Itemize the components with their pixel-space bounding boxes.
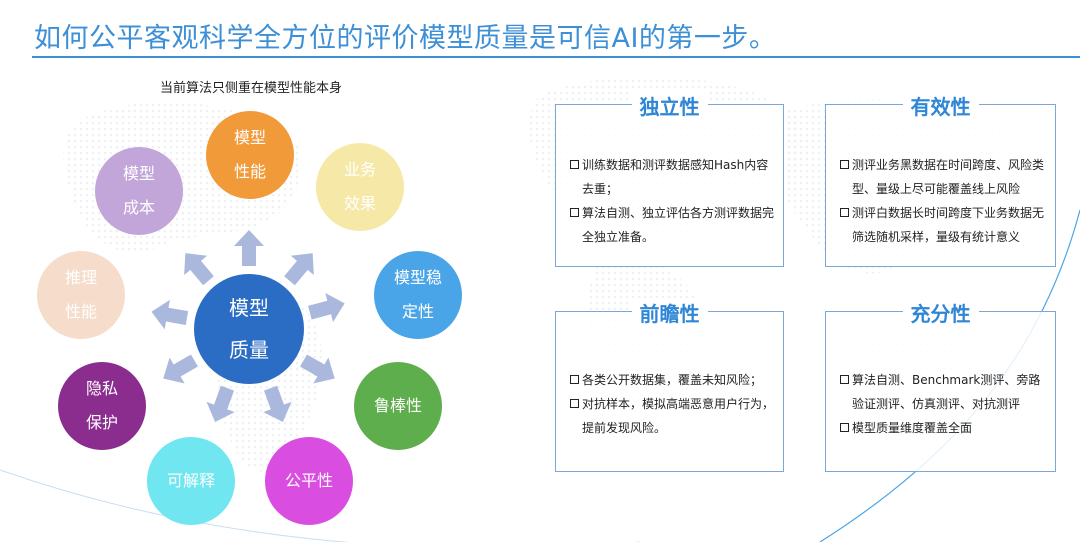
checkbox-square-icon	[840, 208, 849, 217]
panel-bullet: 测评业务黑数据在时间跨度、风险类型、量级上尽可能覆盖线上风险	[840, 153, 1047, 201]
checkbox-square-icon	[570, 208, 579, 217]
node-label-line1: 模型	[233, 128, 266, 147]
panel-title: 充分性	[902, 298, 979, 327]
checkbox-square-icon	[840, 423, 849, 432]
panel-title: 有效性	[902, 91, 979, 120]
panel-bullet: 训练数据和测评数据感知Hash内容去重；	[570, 153, 775, 201]
center-node-line2: 质量	[229, 338, 269, 362]
node-label-line1: 可解释	[166, 471, 215, 490]
node-privacy-protection: 隐私保护	[58, 362, 146, 450]
checkbox-square-icon	[840, 375, 849, 384]
checkbox-square-icon	[840, 160, 849, 169]
panel-bullet: 各类公开数据集，覆盖未知风险；	[570, 368, 775, 392]
panel-bullet: 算法自测、独立评估各方测评数据完全独立准备。	[570, 201, 775, 249]
node-label-line2: 保护	[85, 413, 118, 432]
panel-bullet: 算法自测、Benchmark测评、旁路验证测评、仿真测评、对抗测评	[840, 368, 1047, 416]
node-label-line1: 模型稳	[393, 268, 442, 287]
node-label-line2: 定性	[401, 302, 434, 321]
checkbox-square-icon	[570, 399, 579, 408]
panel-validity: 有效性 测评业务黑数据在时间跨度、风险类型、量级上尽可能覆盖线上风险 测评白数据…	[825, 91, 1056, 267]
panel-title: 前瞻性	[631, 298, 708, 327]
panel-independence: 独立性 训练数据和测评数据感知Hash内容去重； 算法自测、独立评估各方测评数据…	[555, 91, 784, 267]
diagram-caption: 当前算法只侧重在模型性能本身	[160, 81, 343, 96]
node-label-line1: 公平性	[284, 471, 333, 490]
node-label-line1: 模型	[122, 164, 155, 183]
node-model-cost: 模型成本	[95, 147, 183, 235]
node-label-line1: 业务	[343, 160, 376, 179]
node-model-performance: 模型性能	[206, 111, 294, 199]
panel-title: 独立性	[631, 91, 708, 120]
node-business-effect: 业务效果	[316, 143, 404, 231]
node-label-line2: 成本	[122, 198, 155, 217]
node-label-line1: 鲁棒性	[373, 396, 422, 415]
center-node-line1: 模型	[229, 296, 269, 320]
panel-bullet: 测评白数据长时间跨度下业务数据无筛选随机采样，量级有统计意义	[840, 201, 1047, 249]
node-fairness: 公平性	[265, 437, 353, 525]
panel-sufficiency: 充分性 算法自测、Benchmark测评、旁路验证测评、仿真测评、对抗测评 模型…	[825, 298, 1056, 472]
node-label-line1: 推理	[64, 268, 97, 287]
checkbox-square-icon	[570, 375, 579, 384]
node-model-stability: 模型稳定性	[374, 251, 462, 339]
panel-bullet: 对抗样本，模拟高端恶意用户行为，提前发现风险。	[570, 392, 775, 440]
checkbox-square-icon	[570, 160, 579, 169]
slide-title: 如何公平客观科学全方位的评价模型质量是可信AI的第一步。	[34, 23, 777, 54]
title-divider	[32, 56, 1080, 58]
center-node-model-quality: 模型 质量	[194, 274, 304, 384]
panel-bullet: 模型质量维度覆盖全面	[840, 416, 1047, 440]
node-label-line2: 性能	[233, 162, 266, 181]
node-inference-performance: 推理性能	[37, 251, 125, 339]
node-label-line2: 性能	[64, 302, 97, 321]
panel-foresight: 前瞻性 各类公开数据集，覆盖未知风险； 对抗样本，模拟高端恶意用户行为，提前发现…	[555, 298, 784, 472]
node-robustness: 鲁棒性	[354, 362, 442, 450]
node-label-line2: 效果	[343, 194, 376, 213]
node-label-line1: 隐私	[85, 379, 118, 398]
node-explainability: 可解释	[147, 437, 235, 525]
